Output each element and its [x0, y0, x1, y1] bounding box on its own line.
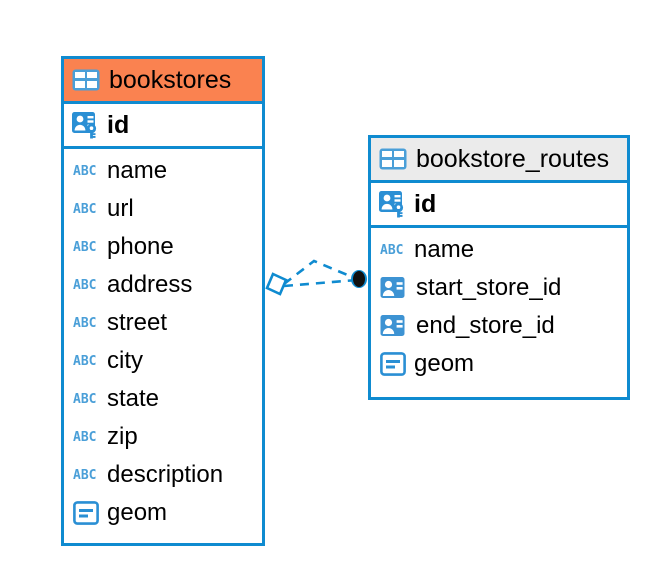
abc-text-type-icon: ABC	[73, 430, 99, 444]
entity-bookstore-routes-primary-key-row[interactable]: id	[371, 183, 627, 228]
abc-text-type-icon: ABC	[73, 354, 99, 368]
field-row[interactable]: ABC phone	[64, 228, 262, 266]
field-label: state	[107, 385, 160, 412]
primary-key-icon	[379, 190, 407, 218]
field-label: address	[107, 271, 193, 298]
svg-text:ABC: ABC	[73, 278, 96, 292]
entity-bookstore-routes-field-list: ABC name start_store_id	[371, 228, 627, 383]
field-label: name	[107, 157, 168, 184]
svg-text:ABC: ABC	[73, 392, 96, 406]
field-label: geom	[414, 350, 475, 377]
abc-text-type-icon: ABC	[73, 202, 99, 216]
field-row[interactable]: end_store_id	[371, 307, 627, 345]
svg-text:ABC: ABC	[73, 202, 96, 216]
field-label: url	[107, 195, 134, 222]
field-label: zip	[107, 423, 138, 450]
foreign-key-icon	[380, 314, 408, 338]
field-label: start_store_id	[416, 274, 562, 301]
abc-text-type-icon: ABC	[380, 243, 406, 257]
table-grid-icon	[379, 148, 407, 170]
entity-bookstores-header[interactable]: bookstores	[64, 59, 262, 104]
entity-bookstore-routes-primary-key-label: id	[414, 189, 437, 218]
relationship-line-lower	[283, 278, 358, 288]
entity-bookstores[interactable]: bookstores	[61, 56, 265, 546]
field-label: city	[107, 347, 143, 374]
field-row[interactable]: geom	[371, 345, 627, 383]
field-row[interactable]: geom	[64, 494, 262, 532]
field-row[interactable]: ABC state	[64, 380, 262, 418]
relationship-line-upper	[283, 259, 358, 286]
entity-bookstore-routes[interactable]: bookstore_routes	[368, 135, 630, 400]
field-label: geom	[107, 499, 168, 526]
abc-text-type-icon: ABC	[73, 278, 99, 292]
foreign-key-icon	[380, 276, 408, 300]
table-grid-icon	[72, 69, 100, 91]
field-row[interactable]: ABC name	[64, 152, 262, 190]
svg-text:ABC: ABC	[380, 243, 403, 257]
field-row[interactable]: ABC url	[64, 190, 262, 228]
abc-text-type-icon: ABC	[73, 164, 99, 178]
svg-text:ABC: ABC	[73, 316, 96, 330]
field-row[interactable]: start_store_id	[371, 269, 627, 307]
relationship-connector[interactable]	[258, 244, 373, 306]
geometry-type-icon	[73, 501, 99, 525]
svg-text:ABC: ABC	[73, 164, 96, 178]
field-row[interactable]: ABC address	[64, 266, 262, 304]
abc-text-type-icon: ABC	[73, 240, 99, 254]
field-row[interactable]: ABC city	[64, 342, 262, 380]
field-row[interactable]: ABC description	[64, 456, 262, 494]
entity-bookstores-primary-key-label: id	[107, 110, 130, 139]
field-label: end_store_id	[416, 312, 555, 339]
svg-text:ABC: ABC	[73, 468, 96, 482]
field-label: street	[107, 309, 168, 336]
svg-text:ABC: ABC	[73, 240, 96, 254]
entity-bookstores-title: bookstores	[109, 65, 232, 94]
field-row[interactable]: ABC street	[64, 304, 262, 342]
geometry-type-icon	[380, 352, 406, 376]
field-label: phone	[107, 233, 174, 260]
field-label: description	[107, 461, 224, 488]
primary-key-icon	[72, 111, 100, 139]
entity-bookstores-field-list: ABC name ABC url ABC p	[64, 149, 262, 532]
field-label: name	[414, 236, 475, 263]
svg-text:ABC: ABC	[73, 354, 96, 368]
abc-text-type-icon: ABC	[73, 316, 99, 330]
abc-text-type-icon: ABC	[73, 468, 99, 482]
entity-bookstore-routes-title: bookstore_routes	[416, 144, 610, 173]
svg-text:ABC: ABC	[73, 430, 96, 444]
diamond-crows-foot-marker	[265, 272, 288, 296]
field-row[interactable]: ABC name	[371, 231, 627, 269]
abc-text-type-icon: ABC	[73, 392, 99, 406]
entity-bookstore-routes-header[interactable]: bookstore_routes	[371, 138, 627, 183]
entity-bookstores-primary-key-row[interactable]: id	[64, 104, 262, 149]
filled-circle-marker	[351, 270, 367, 288]
field-row[interactable]: ABC zip	[64, 418, 262, 456]
